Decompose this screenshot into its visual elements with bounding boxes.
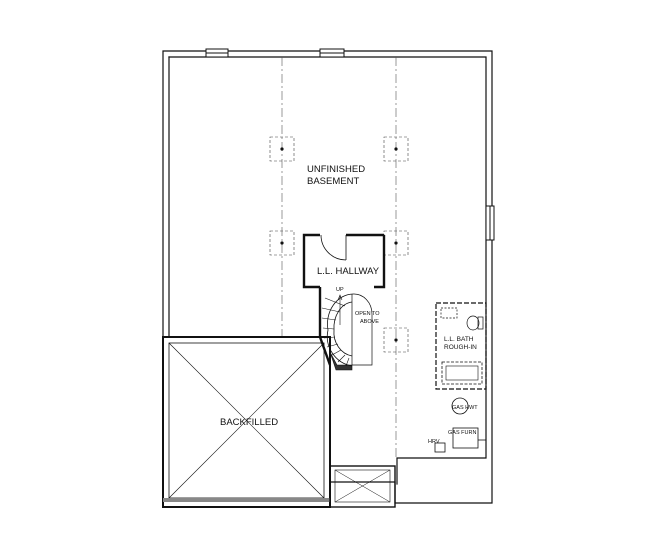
unfinished-label-1: UNFINISHED	[307, 164, 365, 175]
open-to-above-label-2: ABOVE	[360, 319, 379, 325]
exterior-wall-inner	[168, 56, 487, 485]
window-top-right	[319, 48, 345, 58]
bath-label-2: ROUGH-IN	[444, 344, 477, 351]
hrv-label: HRV	[428, 439, 440, 445]
stair-up-label: UP	[336, 287, 344, 293]
hallway-walls	[302, 233, 386, 289]
exterior-wall-outer	[162, 50, 493, 508]
exterior-walls	[162, 50, 493, 508]
bath-rough-in	[435, 302, 487, 390]
unfinished-label-2: BASEMENT	[307, 176, 359, 187]
hwt-label: GAS HWT	[452, 405, 478, 411]
post-dots	[280, 147, 398, 342]
basement-slab-edge	[168, 56, 301, 338]
furnace-box	[452, 427, 479, 449]
open-to-above-label-1: OPEN TO	[355, 311, 380, 317]
mechanical-equipment	[434, 397, 486, 453]
bath-label-1: L.L. BATH	[444, 336, 474, 343]
backfilled-label: BACKFILLED	[220, 417, 278, 428]
hallway-door	[320, 234, 347, 261]
stair	[318, 287, 373, 371]
hwt-circle	[451, 397, 469, 415]
furnace-label: GAS FURN	[448, 430, 476, 436]
hrv-box	[434, 442, 446, 453]
window-right	[485, 205, 495, 241]
post-footings	[269, 136, 409, 353]
backfilled-area	[162, 336, 331, 508]
window-top-left	[205, 48, 229, 58]
beam-lines	[281, 57, 397, 458]
stair-wall	[318, 287, 332, 366]
small-backfill	[329, 465, 396, 508]
hallway-label: L.L. HALLWAY	[317, 266, 380, 277]
